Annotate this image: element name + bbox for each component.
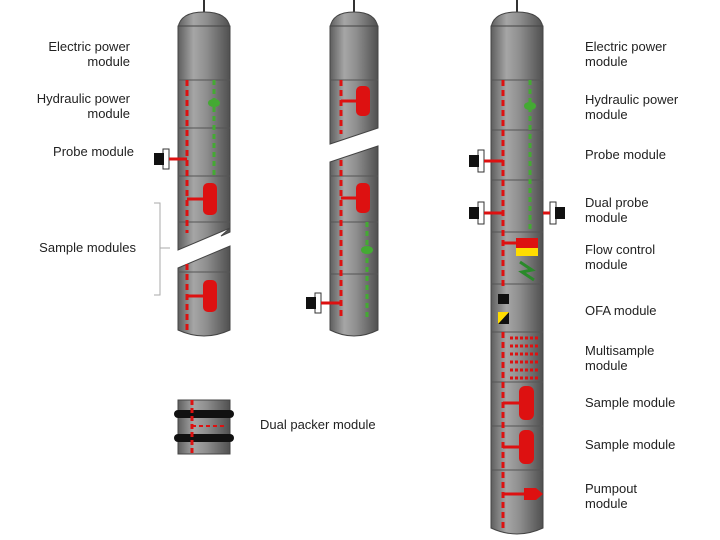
right-tool-string xyxy=(469,0,565,535)
sample-bottle xyxy=(341,183,370,213)
hydraulic-pump xyxy=(208,99,220,107)
hydraulic-pump xyxy=(524,102,536,110)
probe-assembly xyxy=(154,148,187,170)
label-dual-packer: Dual packer module xyxy=(260,417,376,432)
label-multisample: Multisample module xyxy=(585,343,655,373)
label-flow-control: Flow control module xyxy=(585,242,656,272)
sample-bottle xyxy=(503,430,534,464)
pumpout-pump xyxy=(503,488,543,500)
tool-body-upper xyxy=(329,25,379,145)
probe-assembly xyxy=(469,149,503,173)
tool-body xyxy=(490,25,544,535)
sample-bottle xyxy=(341,86,370,116)
left-tool-string xyxy=(154,0,231,337)
label-sample-module-2: Sample module xyxy=(585,437,676,452)
sample-bottle xyxy=(187,280,217,312)
probe-assembly xyxy=(306,292,341,314)
flow-control-valve xyxy=(503,238,538,282)
tool-head xyxy=(490,11,544,29)
sample-modules-bracket xyxy=(154,202,161,296)
tool-body-upper xyxy=(177,25,231,251)
label-electric-power-right: Electric power module xyxy=(585,39,667,69)
label-probe-right: Probe module xyxy=(585,147,666,162)
dual-probe-assembly xyxy=(469,201,565,225)
label-pumpout: Pumpout module xyxy=(585,481,638,511)
label-sample-modules: Sample modules xyxy=(39,240,136,255)
label-hydraulic-power-left: Hydraulic power module xyxy=(36,91,130,121)
label-hydraulic-power-right: Hydraulic power module xyxy=(585,92,679,122)
label-sample-module-1: Sample module xyxy=(585,395,676,410)
label-dual-probe: Dual probe module xyxy=(585,195,649,225)
dual-packer-icon xyxy=(174,399,234,455)
label-probe-left: Probe module xyxy=(53,144,134,159)
tool-head xyxy=(329,11,379,29)
label-ofa: OFA module xyxy=(585,303,657,318)
sample-bottle xyxy=(187,183,217,215)
middle-tool-string xyxy=(306,0,379,337)
sample-bottle xyxy=(503,386,534,420)
label-electric-power-left: Electric power module xyxy=(48,39,130,69)
tool-body-lower xyxy=(329,145,379,337)
tool-head xyxy=(177,11,231,29)
ofa-sensor xyxy=(498,294,509,324)
hydraulic-pump xyxy=(361,246,373,254)
